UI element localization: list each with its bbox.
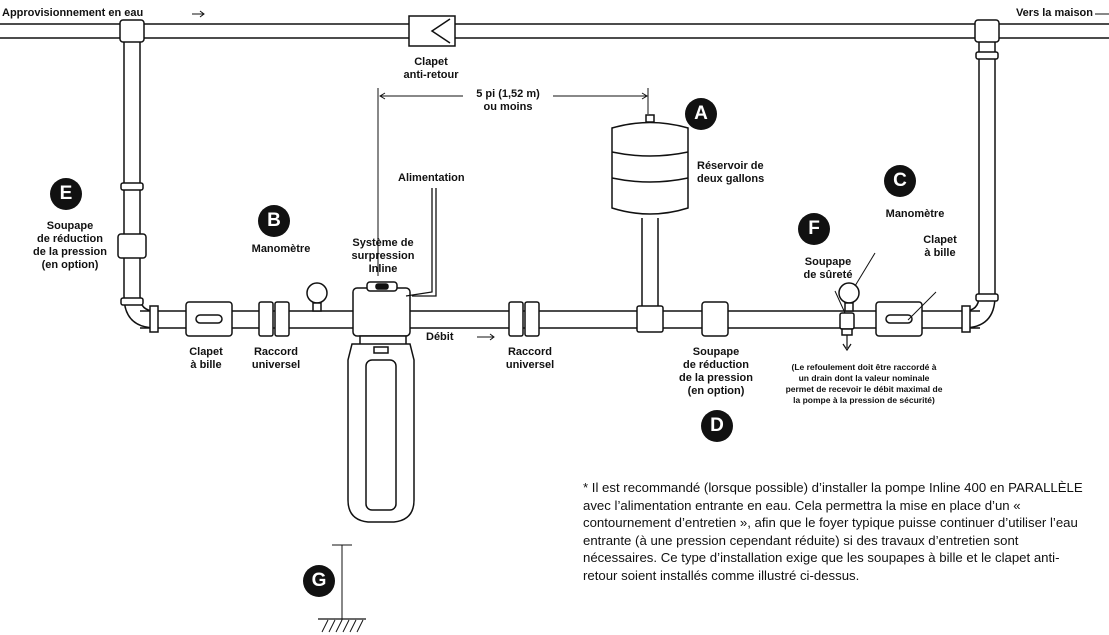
prv-d-body xyxy=(701,301,729,337)
filter-cartridge xyxy=(365,359,397,511)
gauge-c-icon xyxy=(838,282,860,304)
tank-body-icon xyxy=(611,121,689,215)
right-union-half xyxy=(524,301,540,337)
relief-valve-outlet xyxy=(841,328,853,336)
right-ball-valve-handle-icon xyxy=(885,314,913,324)
power-cord xyxy=(405,188,433,297)
badge-c: C xyxy=(884,165,916,197)
flow-label: Débit xyxy=(426,331,454,343)
badge-f: F xyxy=(798,213,830,245)
badge-a: A xyxy=(685,98,717,130)
left-elbow-coupling xyxy=(149,305,159,333)
distance-arrow-left-icon xyxy=(379,92,386,100)
right-elbow-coupling xyxy=(961,305,971,333)
leader-ball-valve xyxy=(907,291,937,321)
check-valve-flap-icon xyxy=(430,18,451,44)
left-union-half xyxy=(258,301,274,337)
distance-label: 5 pi (1,52 m)ou moins xyxy=(476,88,540,113)
installation-footnote: * Il est recommandé (lorsque possible) d… xyxy=(583,480,1083,583)
badge-b: B xyxy=(258,205,290,237)
gauge-c-label: Manomètre xyxy=(885,208,945,220)
coupling xyxy=(120,297,144,306)
badge-d: D xyxy=(701,410,733,442)
power-cord xyxy=(412,188,437,297)
tank-valve-stem xyxy=(645,114,655,123)
coupling xyxy=(120,182,144,191)
leader-f xyxy=(834,290,846,314)
system-head xyxy=(352,287,411,337)
filter-port xyxy=(373,346,389,354)
system-head-button-icon xyxy=(375,283,389,290)
to-house-label: Vers la maison xyxy=(1015,7,1093,19)
power-label: Alimentation xyxy=(398,172,465,184)
leader-c xyxy=(854,252,876,287)
ground-hatch xyxy=(321,619,364,633)
right-union-half xyxy=(508,301,524,337)
tank-band xyxy=(611,177,689,183)
prv-e-body xyxy=(117,233,147,259)
coupling xyxy=(975,293,999,302)
coupling xyxy=(975,51,999,60)
gauge-c-stem xyxy=(844,302,854,312)
discharge-arrow-icon xyxy=(842,343,852,352)
tank-band xyxy=(611,151,689,157)
left-ball-valve-handle-icon xyxy=(195,314,223,324)
tank-tee-fitting xyxy=(636,305,664,333)
gauge-b-icon xyxy=(306,282,328,304)
distance-arrow-right-icon xyxy=(641,92,648,100)
badge-g: G xyxy=(303,565,335,597)
supply-label: Approvisionnement en eau xyxy=(2,7,144,19)
gauge-b-stem xyxy=(312,302,322,312)
left-tee-fitting xyxy=(119,19,145,43)
left-union-half xyxy=(274,301,290,337)
right-tee-fitting xyxy=(974,19,1000,43)
relief-valve-body xyxy=(839,312,855,330)
gauge-b-label: Manomètre xyxy=(251,243,311,255)
badge-e: E xyxy=(50,178,82,210)
